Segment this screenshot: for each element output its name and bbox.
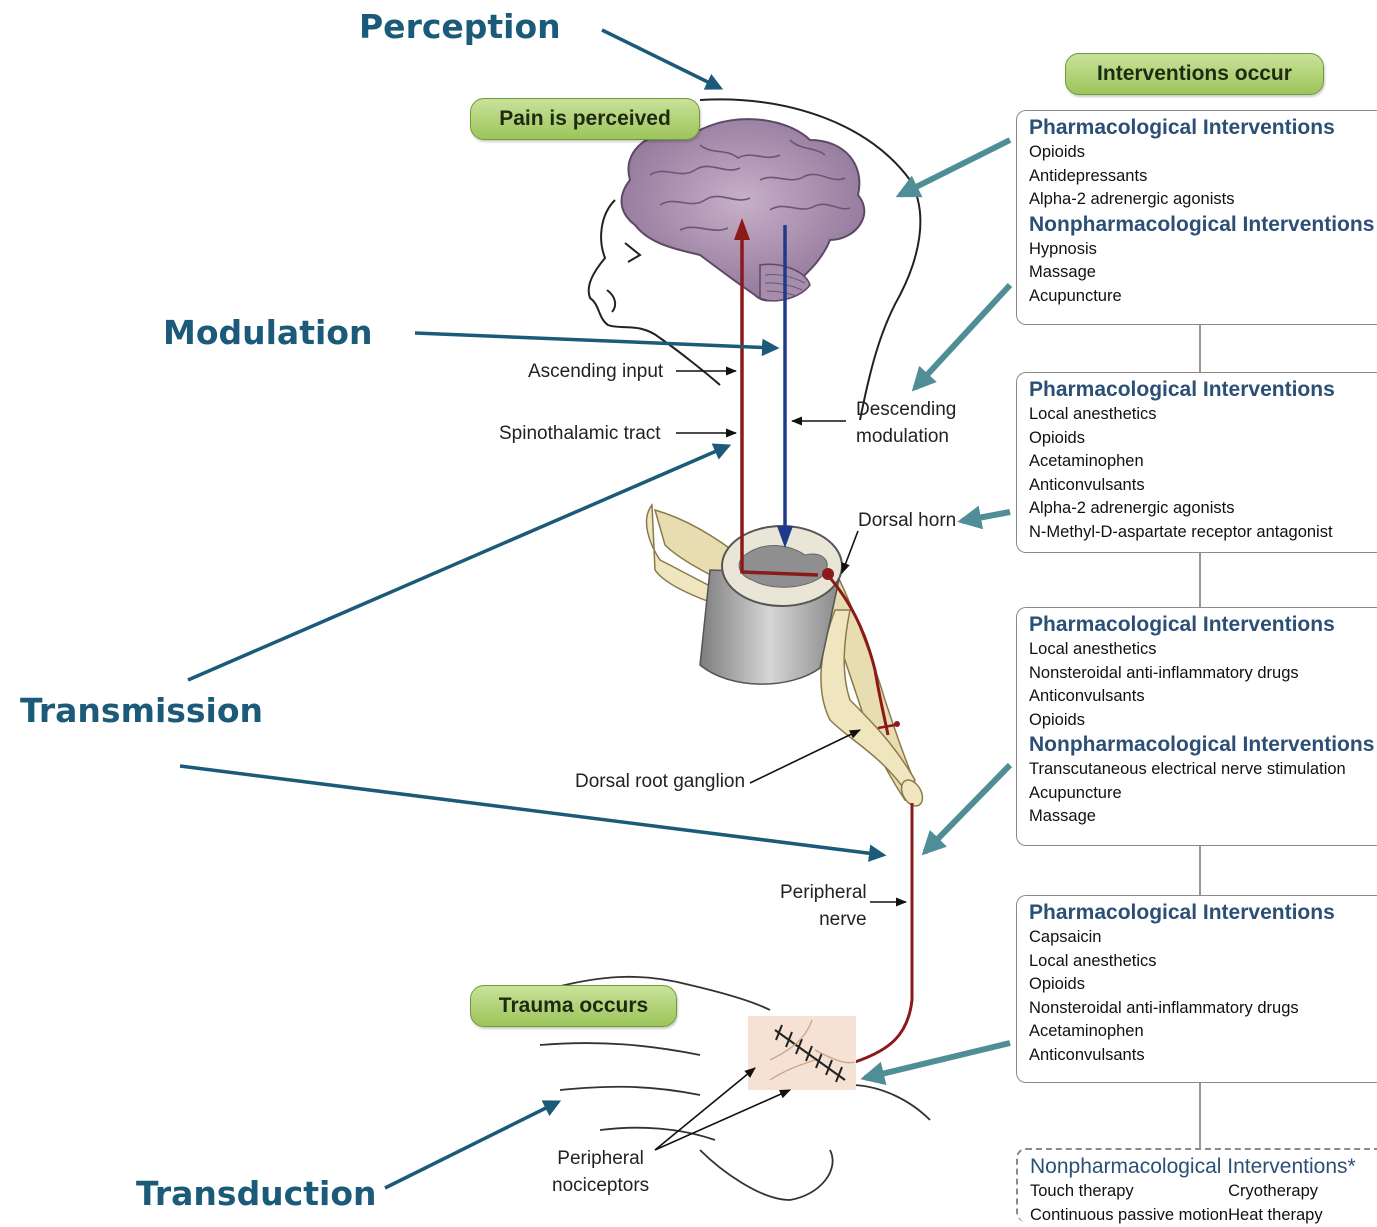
box-item: Acetaminophen: [1029, 1020, 1377, 1044]
box-item: Anticonvulsants: [1029, 685, 1377, 709]
wound-area: [748, 1016, 856, 1090]
box-heading: Pharmacological Interventions: [1029, 900, 1377, 926]
box-item: Transcutaneous electrical nerve stimulat…: [1029, 758, 1377, 782]
box-item: N-Methyl-D-aspartate receptor antagonist: [1029, 521, 1377, 545]
descending-modulation-line-1: Descending: [856, 396, 956, 423]
box-item: Antidepressants: [1029, 165, 1377, 189]
intervention-arrows: [865, 140, 1010, 1078]
box-item: Acupuncture: [1029, 285, 1377, 309]
peripheral-nociceptors-label: Peripheral nociceptors: [552, 1145, 649, 1199]
box-item: Local anesthetics: [1029, 403, 1377, 427]
dorsal-horn-label: Dorsal horn: [858, 507, 956, 534]
peripheral-nociceptors-line-1: Peripheral: [552, 1145, 649, 1172]
box-item: Anticonvulsants: [1029, 474, 1377, 498]
descending-modulation-line-2: modulation: [856, 423, 956, 450]
ascending-input-label: Ascending input: [528, 358, 663, 385]
box-item: Acetaminophen: [1029, 450, 1377, 474]
trauma-occurs-pill: Trauma occurs: [470, 985, 677, 1027]
box-heading: Pharmacological Interventions: [1029, 115, 1377, 141]
stage-transmission-label: Transmission: [20, 691, 263, 730]
peripheral-nerve-label: Peripheral nerve: [780, 879, 867, 933]
box-heading: Nonpharmacological Interventions: [1029, 732, 1377, 758]
box-item: Cryotherapy: [1228, 1180, 1377, 1204]
interventions-occur-pill: Interventions occur: [1065, 53, 1324, 95]
peripheral-nerve-line-2: nerve: [780, 906, 867, 933]
box-item: Heat therapy: [1228, 1204, 1377, 1227]
peripheral-nociceptors-line-2: nociceptors: [552, 1172, 649, 1199]
box-item: Capsaicin: [1029, 926, 1377, 950]
box-item: Continuous passive motion: [1030, 1204, 1228, 1227]
stage-modulation-label: Modulation: [163, 313, 372, 352]
nonpharm-columns: Touch therapy Continuous passive motion …: [1030, 1180, 1377, 1227]
stage-perception-label: Perception: [359, 7, 561, 46]
box-item: Massage: [1029, 805, 1377, 829]
intervention-box-transduction: Pharmacological Interventions Capsaicin …: [1016, 895, 1377, 1083]
box-item: Local anesthetics: [1029, 950, 1377, 974]
stage-transduction-label: Transduction: [136, 1174, 377, 1213]
box-item: Alpha-2 adrenergic agonists: [1029, 497, 1377, 521]
peripheral-nerve-line-1: Peripheral: [780, 879, 867, 906]
nonpharm-col-2: Cryotherapy Heat therapy: [1228, 1180, 1377, 1227]
box-item: Acupuncture: [1029, 782, 1377, 806]
box-item: Hypnosis: [1029, 238, 1377, 262]
box-item: Local anesthetics: [1029, 638, 1377, 662]
box-item: Opioids: [1029, 141, 1377, 165]
box-item: Opioids: [1029, 427, 1377, 451]
box-heading: Nonpharmacological Interventions*: [1030, 1154, 1377, 1180]
box-item: Opioids: [1029, 973, 1377, 997]
intervention-box-dorsal-horn: Pharmacological Interventions Local anes…: [1016, 372, 1377, 553]
box-item: Anticonvulsants: [1029, 1044, 1377, 1068]
box-item: Nonsteroidal anti-inflammatory drugs: [1029, 662, 1377, 686]
box-item: Nonsteroidal anti-inflammatory drugs: [1029, 997, 1377, 1021]
box-item: Massage: [1029, 261, 1377, 285]
box-heading: Pharmacological Interventions: [1029, 612, 1377, 638]
box-item: Opioids: [1029, 709, 1377, 733]
box-item: Alpha-2 adrenergic agonists: [1029, 188, 1377, 212]
intervention-box-brain: Pharmacological Interventions Opioids An…: [1016, 110, 1377, 325]
pain-perceived-pill: Pain is perceived: [470, 98, 700, 140]
nonpharm-col-1: Touch therapy Continuous passive motion: [1030, 1180, 1228, 1227]
intervention-box-peripheral-nerve: Pharmacological Interventions Local anes…: [1016, 607, 1377, 846]
box-heading: Pharmacological Interventions: [1029, 377, 1377, 403]
box-item: Touch therapy: [1030, 1180, 1228, 1204]
box-heading: Nonpharmacological Interventions: [1029, 212, 1377, 238]
intervention-box-nonpharm-general: Nonpharmacological Interventions* Touch …: [1016, 1148, 1377, 1222]
spinothalamic-tract-label: Spinothalamic tract: [499, 420, 661, 447]
dorsal-root-ganglion-label: Dorsal root ganglion: [575, 768, 745, 795]
descending-modulation-label: Descending modulation: [856, 396, 956, 450]
